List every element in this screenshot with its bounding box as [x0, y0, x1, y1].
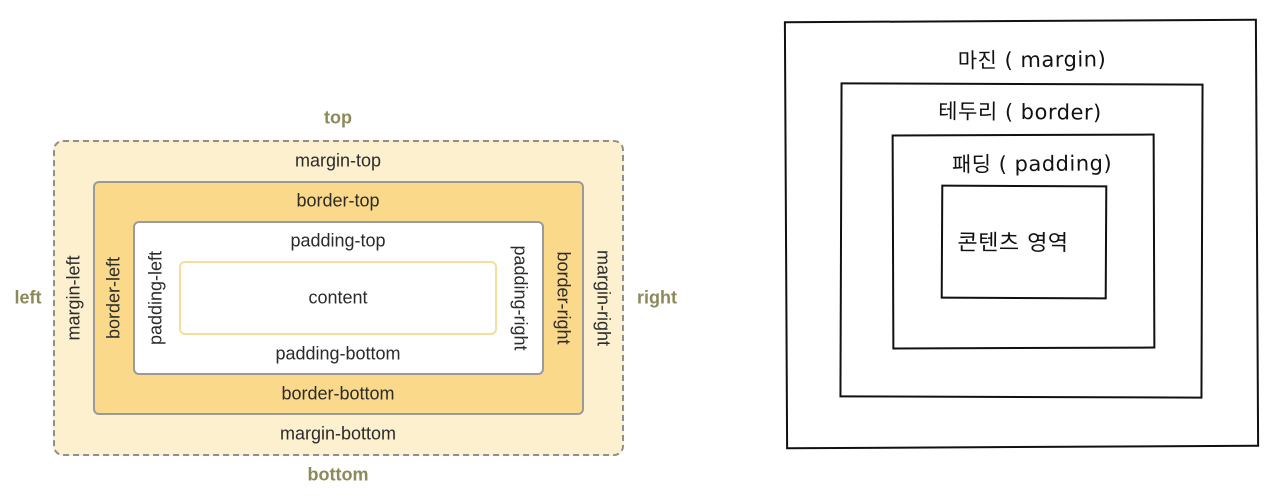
- margin-bottom-label: margin-bottom: [279, 423, 397, 444]
- padding-left-label: padding-left: [145, 250, 166, 346]
- margin-top-label: margin-top: [294, 150, 382, 171]
- margin-right-label: margin-right: [593, 249, 614, 347]
- margin-left-label: margin-left: [63, 255, 84, 341]
- hand-border-label: 테두리 ( border): [938, 99, 1102, 125]
- hand-margin-label: 마진 ( margin): [957, 47, 1107, 73]
- hand-padding-label: 패딩 ( padding): [951, 151, 1113, 177]
- hand-drawn-diagram: 마진 ( margin) 테두리 ( border) 패딩 ( padding)…: [760, 0, 1280, 502]
- border-top-label: border-top: [296, 190, 380, 211]
- side-label-bottom: bottom: [307, 464, 369, 485]
- padding-bottom-label: padding-bottom: [275, 343, 401, 364]
- content-area: [179, 261, 497, 335]
- box-model-diagram: top bottom left right margin-top margin-…: [14, 107, 678, 485]
- hand-content-label: 콘텐츠 영역: [957, 230, 1069, 257]
- side-label-top: top: [324, 107, 352, 128]
- border-left-label: border-left: [103, 256, 124, 340]
- content-label: content: [308, 287, 368, 308]
- padding-right-label: padding-right: [510, 245, 531, 351]
- border-bottom-label: border-bottom: [281, 383, 395, 404]
- padding-top-label: padding-top: [290, 230, 386, 251]
- side-label-left: left: [14, 287, 42, 308]
- side-label-right: right: [637, 287, 677, 308]
- border-right-label: border-right: [553, 251, 574, 345]
